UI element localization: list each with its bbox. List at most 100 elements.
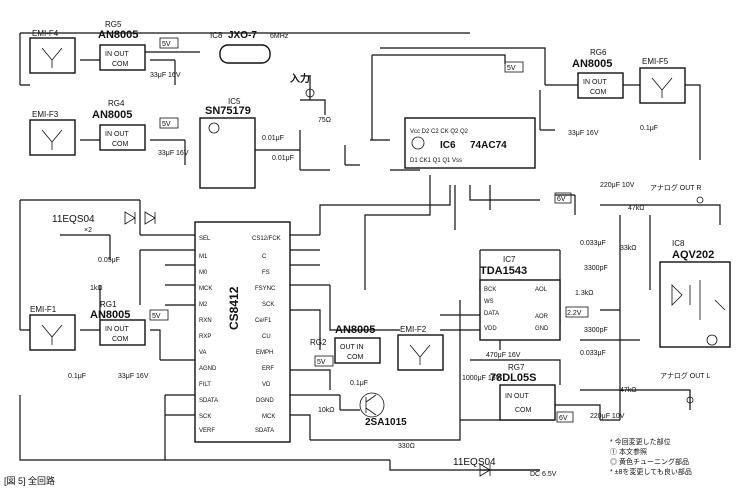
svg-text:M0: M0 <box>199 270 208 276</box>
svg-text:アナログ OUT R: アナログ OUT R <box>650 183 701 192</box>
svg-text:入力: 入力 <box>290 72 310 85</box>
svg-text:33μF 16V: 33μF 16V <box>158 150 189 157</box>
svg-text:* 今回変更した部位: * 今回変更した部位 <box>610 437 671 446</box>
svg-text:0.1μF: 0.1μF <box>350 380 368 387</box>
regulator-rg7: IN OUT COM RG7 78DL05S <box>490 363 556 421</box>
svg-text:1.3kΩ: 1.3kΩ <box>575 290 593 297</box>
svg-text:Vcc D2 C2 CK Q2 Q2: Vcc D2 C2 CK Q2 Q2 <box>410 129 469 135</box>
svg-text:×2: ×2 <box>84 227 92 234</box>
svg-text:M1: M1 <box>199 254 208 260</box>
svg-text:COM: COM <box>347 354 364 361</box>
svg-text:AGND: AGND <box>199 366 217 372</box>
diode-d3: 11EQS04 DC 6.5V <box>453 457 557 478</box>
svg-text:VDD: VDD <box>484 326 497 332</box>
svg-text:2SA1015: 2SA1015 <box>365 417 407 428</box>
svg-text:RG4: RG4 <box>108 99 125 108</box>
svg-text:IC6: IC6 <box>440 140 456 151</box>
svg-text:IN OUT: IN OUT <box>583 79 607 86</box>
svg-text:33μF 16V: 33μF 16V <box>118 373 149 380</box>
svg-text:* ±8を変更しても良い部品: * ±8を変更しても良い部品 <box>610 467 692 476</box>
svg-text:EMI-F2: EMI-F2 <box>400 325 427 334</box>
svg-text:VD: VD <box>262 382 271 388</box>
svg-text:COM: COM <box>590 89 607 96</box>
svg-text:TDA1543: TDA1543 <box>480 265 527 277</box>
voltage-tag-6v-bottom: 6V <box>556 411 574 423</box>
emi-filter-f4: EMI-F4 <box>29 29 76 74</box>
svg-text:11EQS04: 11EQS04 <box>453 457 496 468</box>
svg-text:M2: M2 <box>199 302 208 308</box>
svg-text:RG6: RG6 <box>590 48 607 57</box>
transistor-2sa1015: 2SA1015 <box>359 392 407 428</box>
svg-text:AOR: AOR <box>535 314 549 320</box>
svg-text:10kΩ: 10kΩ <box>318 407 335 414</box>
svg-text:① 本文参照: ① 本文参照 <box>610 447 647 456</box>
voltage-tag-2-2v: 2.2V <box>565 306 589 318</box>
svg-text:VA: VA <box>199 350 207 356</box>
svg-text:◎ 黄色チューニング部品: ◎ 黄色チューニング部品 <box>610 457 689 466</box>
svg-text:CU: CU <box>262 334 271 340</box>
svg-text:75Ω: 75Ω <box>318 117 331 124</box>
diode-d1: 11EQS04 ×2 <box>52 211 156 234</box>
svg-text:47kΩ: 47kΩ <box>620 387 637 394</box>
svg-text:SCK: SCK <box>199 414 211 420</box>
svg-text:FS: FS <box>262 270 270 276</box>
svg-text:AN8005: AN8005 <box>572 58 612 70</box>
regulator-rg2: OUT IN COM RG2 AN8005 <box>310 324 381 364</box>
svg-text:FILT: FILT <box>199 382 211 388</box>
svg-text:RXN: RXN <box>199 318 212 324</box>
svg-text:1kΩ: 1kΩ <box>90 285 103 292</box>
svg-text:IN OUT: IN OUT <box>505 393 529 400</box>
svg-text:D1 CK1 Q1 Q1 Vss: D1 CK1 Q1 Q1 Vss <box>410 158 462 164</box>
svg-text:DATA: DATA <box>484 311 499 317</box>
svg-text:AN8005: AN8005 <box>90 309 130 321</box>
svg-text:47kΩ: 47kΩ <box>628 205 645 212</box>
svg-text:IC5: IC5 <box>228 97 241 106</box>
svg-text:5V: 5V <box>507 65 516 72</box>
svg-text:0.01μF: 0.01μF <box>262 135 284 142</box>
svg-text:IC8: IC8 <box>210 31 223 40</box>
svg-text:6V: 6V <box>559 415 568 422</box>
svg-text:Ce/F1: Ce/F1 <box>255 318 272 324</box>
voltage-tag-5v-ic6: 5V <box>504 61 524 73</box>
voltage-tag-5v-top: 5V <box>159 37 179 49</box>
svg-text:IN OUT: IN OUT <box>105 131 129 138</box>
svg-text:CS8412: CS8412 <box>227 286 241 330</box>
svg-text:EMPH: EMPH <box>256 350 273 356</box>
svg-text:0.05μF: 0.05μF <box>98 257 120 264</box>
svg-text:AN8005: AN8005 <box>335 324 375 336</box>
svg-text:RG2: RG2 <box>310 338 327 347</box>
emi-filter-f3: EMI-F3 <box>29 110 76 156</box>
voltage-tag-5v-ic5: 5V <box>159 117 179 129</box>
svg-text:AN8005: AN8005 <box>98 29 138 41</box>
svg-text:SDATA: SDATA <box>255 428 274 434</box>
svg-text:IN OUT: IN OUT <box>105 326 129 333</box>
voltage-tag-5v-rg1: 5V <box>149 309 169 321</box>
svg-text:33μF 16V: 33μF 16V <box>150 72 181 79</box>
svg-text:COM: COM <box>515 407 532 414</box>
svg-text:EMI-F1: EMI-F1 <box>30 305 57 314</box>
svg-text:330Ω: 330Ω <box>398 443 415 450</box>
svg-text:RG7: RG7 <box>508 363 525 372</box>
svg-text:EMI-F3: EMI-F3 <box>32 110 59 119</box>
svg-text:DC 6.5V: DC 6.5V <box>530 471 557 478</box>
voltage-tag-5v-rg2: 5V <box>314 355 334 367</box>
svg-text:BCK: BCK <box>484 287 496 293</box>
svg-text:MCK: MCK <box>199 286 212 292</box>
svg-text:ERF: ERF <box>262 366 274 372</box>
figure-caption: [図 5] 全回路 <box>4 475 55 486</box>
svg-text:SDATA: SDATA <box>199 398 218 404</box>
emi-filter-f2: EMI-F2 <box>397 325 444 371</box>
svg-text:0.01μF: 0.01μF <box>272 155 294 162</box>
ic5-sn75179: IC5 SN75179 <box>199 97 256 189</box>
svg-text:11EQS04: 11EQS04 <box>52 214 95 225</box>
svg-text:AOL: AOL <box>535 287 548 293</box>
voltage-tag-6v-top: 6V <box>554 192 572 204</box>
svg-text:C: C <box>262 254 267 260</box>
regulator-rg6: IN OUT COM RG6 AN8005 <box>572 48 624 99</box>
svg-text:RXP: RXP <box>199 334 211 340</box>
svg-text:0.033μF: 0.033μF <box>580 350 606 357</box>
svg-text:2.2V: 2.2V <box>567 310 582 317</box>
svg-text:COM: COM <box>112 141 129 148</box>
svg-text:470μF 16V: 470μF 16V <box>486 352 521 359</box>
svg-text:SCK: SCK <box>262 302 274 308</box>
